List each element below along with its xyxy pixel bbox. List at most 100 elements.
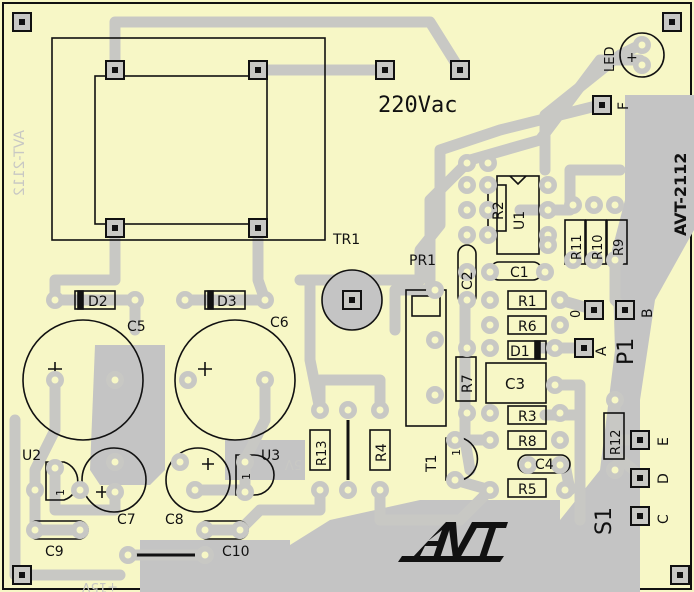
pad-round-hole [463, 344, 471, 352]
c8-label: C8 [165, 512, 184, 528]
pad-square-hole [112, 67, 118, 73]
led-label: LED [603, 47, 618, 72]
pad-round-hole [31, 486, 39, 494]
pad-round-hole [131, 296, 139, 304]
pad-round-hole [76, 486, 84, 494]
pad-round-hole [316, 406, 324, 414]
pads [12, 12, 690, 585]
pin-c-label: C [656, 514, 672, 524]
pin-e-label: E [656, 437, 672, 446]
pad-round-hole [486, 268, 494, 276]
pad-square-hole [677, 572, 683, 578]
pad-round-hole [611, 396, 619, 404]
pad-square-hole [637, 475, 643, 481]
pad-square-hole [637, 437, 643, 443]
pad-square-hole [637, 513, 643, 519]
c6-plus-mark [198, 362, 212, 376]
trace-tr1-pr1 [304, 274, 326, 416]
r8-label: R8 [518, 434, 537, 450]
c8-outline [165, 447, 231, 513]
pad-round-hole [463, 231, 471, 239]
pad-round-hole [486, 486, 494, 494]
r6-box [507, 315, 547, 335]
pad-round-hole [484, 181, 492, 189]
pr1-label: PR1 [409, 253, 436, 269]
pad-round-hole [111, 488, 119, 496]
pad-round-hole [376, 406, 384, 414]
r11-label: R11 [570, 234, 585, 260]
pad-square-hole [112, 225, 118, 231]
pad-round-hole [463, 159, 471, 167]
supply-mirrored: +15V [82, 579, 118, 592]
pad-round-hole [241, 458, 249, 466]
pad-round-hole [544, 181, 552, 189]
pad-round-hole [124, 551, 132, 559]
u3-outline [235, 454, 275, 496]
pad-round-hole [486, 409, 494, 417]
trace-upper-bus [294, 99, 606, 286]
u1-outline [496, 175, 540, 255]
pad-round-hole [431, 391, 439, 399]
pad-round-hole [316, 486, 324, 494]
pad-round-hole [611, 466, 619, 474]
pad-round-hole [201, 551, 209, 559]
pad-round-hole [51, 376, 59, 384]
pad-round-hole [551, 344, 559, 352]
pad-square-hole [19, 19, 25, 25]
pad-round-hole [191, 486, 199, 494]
led-plus-label: + [626, 50, 638, 66]
d1-box [507, 340, 547, 360]
avt-logo-t [476, 522, 508, 558]
u1-label: U1 [512, 211, 528, 230]
p1-label: P1 [614, 338, 639, 365]
pad-round-hole [451, 476, 459, 484]
c7-outline [81, 447, 147, 513]
c2-label: C2 [460, 271, 476, 290]
r3-label: R3 [518, 409, 537, 425]
d3-cathode-bar [207, 290, 214, 310]
pad-round-hole [524, 461, 532, 469]
pad-round-hole [176, 458, 184, 466]
pad-round-hole [556, 296, 564, 304]
pad-round-hole [463, 181, 471, 189]
pad-round-hole [111, 376, 119, 384]
t1-label: T1 [424, 455, 440, 473]
c5-outline [22, 319, 144, 441]
pin-zero-label: 0 [569, 310, 584, 318]
pad-round-hole [111, 458, 119, 466]
pad-round-hole [451, 436, 459, 444]
r12-box [603, 412, 625, 460]
pad-round-hole [484, 159, 492, 167]
pad-round-hole [463, 409, 471, 417]
copper-pour-right [560, 95, 694, 592]
r4-label: R4 [374, 443, 390, 462]
r5-label: R5 [518, 482, 537, 498]
pad-round-hole [638, 61, 646, 69]
board-name-mirrored: AVT-2112 [12, 130, 28, 196]
copper-pour-regulator [90, 345, 165, 485]
r1-box [507, 290, 547, 310]
trace-primary-left [49, 222, 121, 306]
labels: 220Vac AVT-2112 AVT-2112 +15V 5V TR1 PR1… [12, 47, 690, 592]
pad-square-hole [622, 307, 628, 313]
c6-outline [174, 319, 296, 441]
c9-label: C9 [45, 544, 64, 560]
transformer-core [94, 75, 268, 225]
u2-label: U2 [22, 448, 41, 464]
pad-round-hole [463, 206, 471, 214]
r12-label: R12 [609, 429, 624, 455]
c4-label: C4 [535, 457, 554, 473]
r10-label: R10 [591, 234, 606, 260]
r6-label: R6 [518, 319, 537, 335]
pad-round-hole [184, 376, 192, 384]
pad-round-hole [241, 488, 249, 496]
5v-mirrored: 5V [285, 456, 302, 471]
avt-logo [398, 522, 508, 562]
pad-round-hole [486, 296, 494, 304]
d2-cathode-bar [77, 290, 84, 310]
copper-pour-lower-left [140, 540, 290, 592]
d1-cathode-bar [534, 340, 541, 360]
pad-round-hole [590, 201, 598, 209]
board-name: AVT-2112 [671, 153, 690, 236]
